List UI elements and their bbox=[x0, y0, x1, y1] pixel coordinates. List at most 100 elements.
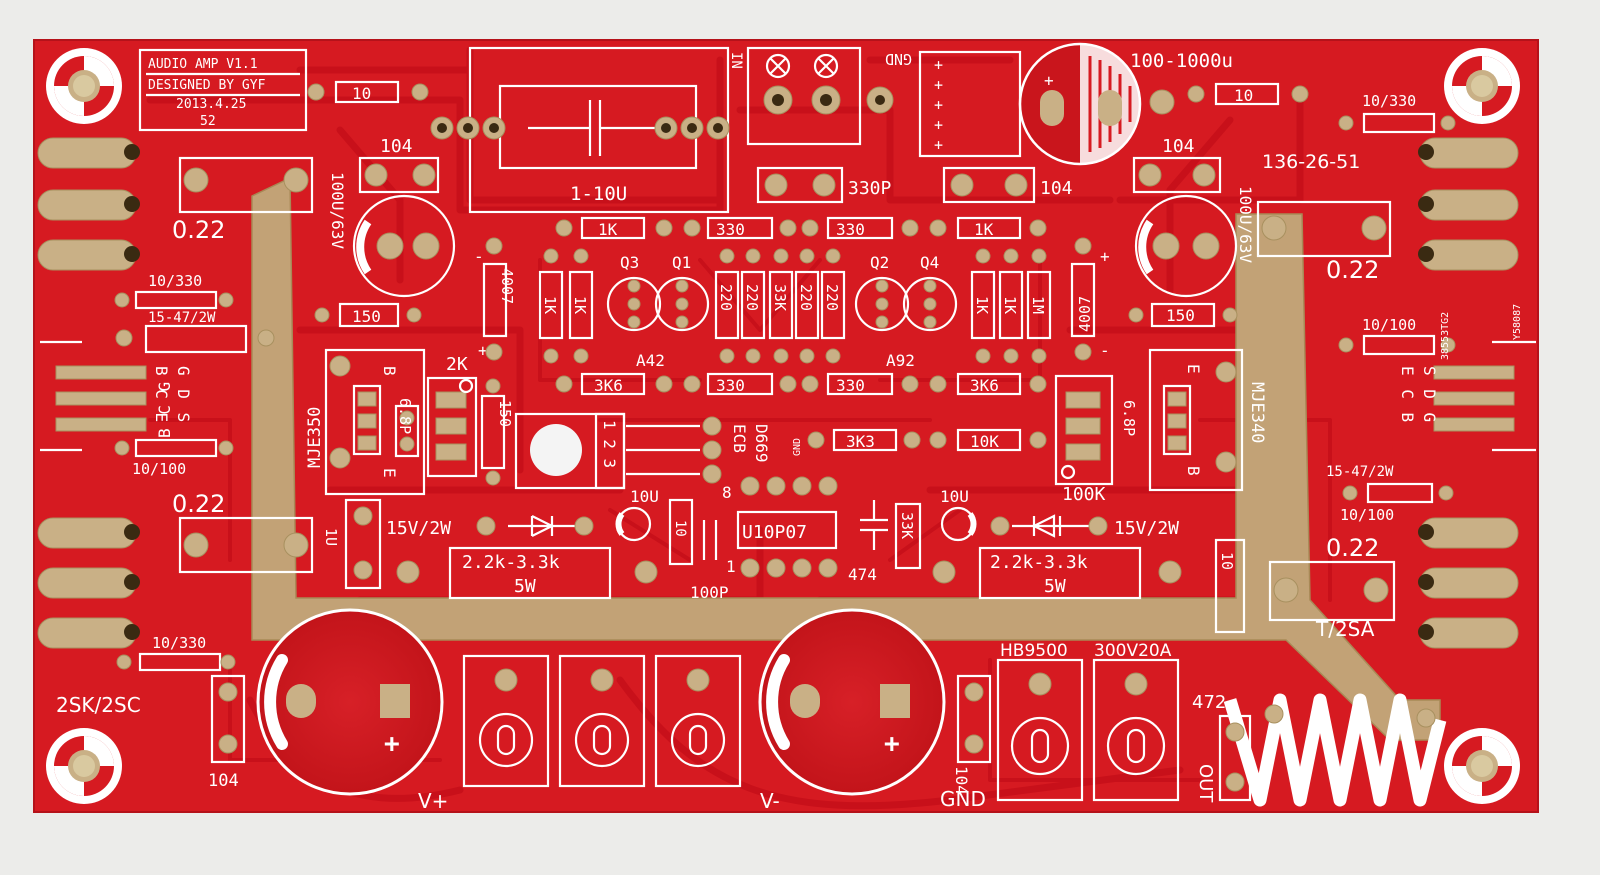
r150-vertical: 150 bbox=[496, 400, 514, 427]
c6p8-right: 6.8P bbox=[1120, 400, 1138, 436]
barcode-b: Y58087 bbox=[1512, 304, 1523, 340]
left-section: 104 0.22 100U/63V 10/330 15-47/2W 150 B … bbox=[56, 136, 456, 791]
r1k-top-1: 1K bbox=[598, 220, 618, 239]
d669-label: D669 bbox=[752, 424, 771, 463]
plus-2: + bbox=[934, 76, 943, 94]
in-label: IN bbox=[728, 52, 744, 69]
gnd-small-label: GND bbox=[792, 438, 803, 456]
zener-right: 15V/2W bbox=[1114, 518, 1179, 539]
c104-right-top: 104 bbox=[1162, 136, 1195, 157]
mje350-block: MJE350 B E 6.8P bbox=[305, 348, 426, 496]
r1u-label: 1U bbox=[322, 528, 340, 546]
mount-hole-top-left bbox=[46, 48, 122, 124]
r022-left-bottom: 0.22 bbox=[172, 490, 225, 518]
r1m-v1: 1M bbox=[1029, 296, 1047, 314]
r10-330-right: 10/330 bbox=[1362, 92, 1416, 110]
u10p07-label: U10P07 bbox=[742, 522, 807, 543]
mje340-b: B bbox=[1184, 466, 1203, 476]
mje340-block: MJE340 E B 6.8P 100K bbox=[1054, 348, 1267, 505]
mje350-e: E bbox=[380, 468, 399, 478]
c10u-right: 10U bbox=[940, 487, 969, 506]
sdg-right-label: S D G bbox=[1420, 366, 1439, 424]
c104-bottom-right: 104 bbox=[952, 766, 971, 795]
r3k3-label: 3K3 bbox=[846, 432, 875, 451]
c100u-left: 100U/63V bbox=[328, 172, 347, 249]
r5w-left-b: 5W bbox=[514, 576, 536, 597]
r2k-label: 2K bbox=[446, 354, 468, 375]
c6p8-left: 6.8P bbox=[396, 398, 414, 434]
r330-top-1: 330 bbox=[716, 220, 745, 239]
plus-5: + bbox=[934, 136, 943, 154]
d-minus-left: - bbox=[474, 247, 484, 266]
hb9500-label: HB9500 bbox=[1000, 641, 1068, 661]
q3-label: Q3 bbox=[620, 253, 639, 272]
r5w-right-a: 2.2k-3.3k bbox=[990, 552, 1088, 573]
title-line-4: 52 bbox=[200, 114, 216, 129]
power-cap-label: 100-1000u bbox=[1130, 50, 1233, 72]
mje350-label: MJE350 bbox=[305, 407, 325, 468]
a92-label: A92 bbox=[886, 351, 915, 370]
r220-v4: 220 bbox=[823, 284, 841, 311]
q2-label: Q2 bbox=[870, 253, 889, 272]
rating-label: 300V20A bbox=[1094, 641, 1172, 661]
cap-right-plus: + bbox=[884, 729, 900, 759]
r022-right-bottom: 0.22 bbox=[1326, 534, 1379, 562]
c104-left-top: 104 bbox=[380, 136, 413, 157]
gnd-bottom-label: GND bbox=[940, 787, 986, 811]
zener-left: 15V/2W bbox=[386, 518, 451, 539]
mount-hole-top-right bbox=[1444, 48, 1520, 124]
bottom-power-section: + V+ + V- 104 GND HB9500 300V20A 472 OUT bbox=[256, 608, 1436, 813]
r3k6-right: 3K6 bbox=[970, 376, 999, 395]
resistor-r10-left: 10 bbox=[307, 80, 429, 104]
mount-hole-bottom-right bbox=[1444, 728, 1520, 804]
r150-right: 150 bbox=[1166, 306, 1195, 325]
c10u-left: 10U bbox=[630, 487, 659, 506]
r15-47-left: 15-47/2W bbox=[148, 310, 216, 326]
transistor-pair-label: 2SK/2SC bbox=[56, 693, 141, 717]
a42-label: A42 bbox=[636, 351, 665, 370]
corner-mount-holes bbox=[46, 48, 1520, 804]
title-block: AUDIO AMP V1.1 DESIGNED BY GYF 2013.4.25… bbox=[138, 48, 308, 132]
to220-transistor: 1 2 3 ECB D669 bbox=[514, 412, 771, 490]
r1k-v4: 1K bbox=[1001, 296, 1019, 314]
film-capacitor: 1-10U bbox=[430, 46, 730, 214]
center-resistors-mid: 3K6 330 330 3K6 GND 3K3 10K bbox=[555, 372, 1047, 456]
d-minus-right: - bbox=[1100, 341, 1110, 360]
title-line-2: DESIGNED BY GYF bbox=[148, 78, 266, 93]
r330-mid-2: 330 bbox=[836, 376, 865, 395]
c474-label: 474 bbox=[848, 565, 877, 584]
r330-top-2: 330 bbox=[836, 220, 865, 239]
r1k-v1: 1K bbox=[541, 296, 559, 314]
r022-left-top: 0.22 bbox=[172, 216, 225, 244]
mje340-e: E bbox=[1184, 364, 1203, 374]
r1k-top-2: 1K bbox=[974, 220, 994, 239]
bcg-left-label: B C G bbox=[155, 380, 174, 438]
r220-v3: 220 bbox=[797, 284, 815, 311]
r15-47-right: 15-47/2W bbox=[1326, 464, 1394, 480]
c330p-label: 330P bbox=[848, 178, 892, 199]
r10-330-left-top: 10/330 bbox=[148, 272, 202, 290]
input-terminal: IN GND bbox=[728, 46, 912, 146]
c104-left-bottom: 104 bbox=[208, 771, 239, 791]
cap-left-plus: + bbox=[384, 729, 400, 759]
barcode-a: 38553TG2 bbox=[1440, 312, 1451, 360]
r4007-left: 4007 bbox=[498, 268, 516, 304]
r1k-v3: 1K bbox=[973, 296, 991, 314]
r10-right-label: 10 bbox=[1234, 86, 1253, 105]
out-label: OUT bbox=[1195, 764, 1216, 803]
mje340-label: MJE340 bbox=[1247, 382, 1267, 443]
ref-code-label: 136-26-51 bbox=[1262, 151, 1360, 173]
title-line-3: 2013.4.25 bbox=[176, 97, 246, 112]
r3k6-left: 3K6 bbox=[594, 376, 623, 395]
r150-left: 150 bbox=[352, 307, 381, 326]
r10-vertical: 10 bbox=[672, 520, 688, 537]
q4-label: Q4 bbox=[920, 253, 939, 272]
c100p-label: 100P bbox=[690, 583, 729, 602]
r220-v1: 220 bbox=[717, 284, 735, 311]
ecb-right-label: E C B bbox=[1398, 366, 1417, 424]
r022-right-top: 0.22 bbox=[1326, 256, 1379, 284]
gnd-label-top: GND bbox=[885, 50, 912, 68]
plus-1: + bbox=[934, 56, 943, 74]
pin1-label: 1 bbox=[726, 557, 736, 576]
